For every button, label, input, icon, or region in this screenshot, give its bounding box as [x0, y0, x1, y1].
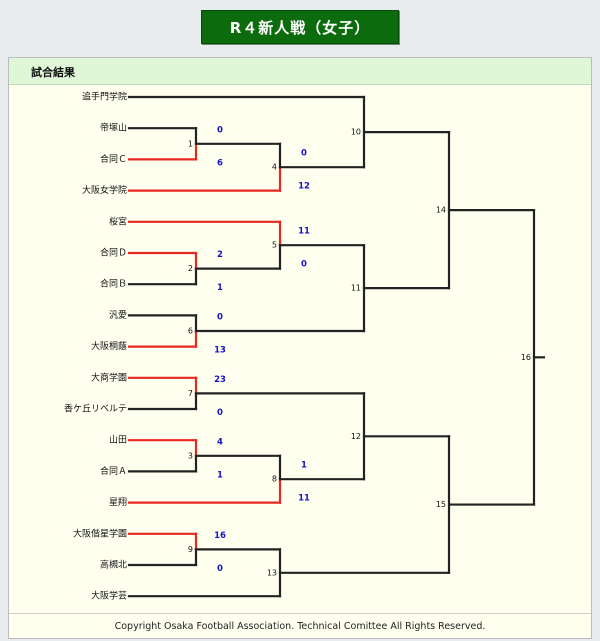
match-16-number: 16	[521, 353, 531, 362]
team-name-15: 高槻北	[100, 559, 127, 571]
match-2-number: 2	[188, 264, 193, 273]
match-7-score-a: 23	[214, 375, 226, 385]
team-name-9: 大商学園	[91, 371, 127, 383]
match-12-number: 12	[351, 432, 361, 441]
match-8-score-a: 1	[301, 461, 307, 471]
team-name-14: 大阪偕星学園	[73, 527, 127, 539]
team-name-16: 大阪学芸	[91, 590, 127, 602]
match-4-number: 4	[272, 163, 277, 172]
match-4-score-a: 0	[301, 149, 307, 159]
match-3-number: 3	[188, 451, 193, 460]
match-13-number: 13	[267, 568, 277, 577]
team-name-1: 帝塚山	[100, 122, 127, 134]
match-9-score-a: 16	[214, 531, 226, 541]
match-7-score-b: 0	[217, 408, 223, 418]
match-2-score-b: 1	[217, 283, 223, 293]
match-6-score-a: 0	[217, 313, 223, 323]
team-name-4: 桜宮	[109, 215, 127, 227]
match-1-score-b: 6	[217, 158, 223, 168]
match-5-score-b: 0	[301, 260, 307, 270]
team-name-11: 山田	[109, 435, 127, 446]
team-name-2: 合同Ｃ	[100, 153, 127, 165]
match-2-score-a: 2	[217, 250, 223, 260]
match-3-score-a: 4	[217, 437, 223, 447]
results-panel: 試合結果 追手門学院帝塚山合同Ｃ 大阪女学院桜宮合同Ｄ 合同Ｂ 汎愛大阪桐蔭大商学園香…	[8, 57, 592, 639]
section-header: 試合結果	[9, 58, 591, 85]
copyright-footer: Copyright Osaka Football Association. Te…	[9, 613, 591, 639]
team-name-10: 香ケ丘リベルテ	[64, 404, 127, 415]
team-name-8: 大阪桐蔭	[91, 340, 127, 352]
match-5-score-a: 11	[298, 227, 310, 237]
match-9-number: 9	[188, 545, 193, 554]
match-10-number: 10	[351, 128, 361, 137]
match-4-score-b: 12	[298, 182, 310, 192]
team-name-13: 星翔	[109, 496, 127, 508]
match-6-number: 6	[188, 327, 193, 336]
match-1-number: 1	[188, 139, 193, 148]
match-5-number: 5	[272, 241, 277, 250]
team-name-12: 合同Ａ	[100, 465, 127, 477]
match-14-number: 14	[436, 206, 446, 215]
match-3-score-b: 1	[217, 470, 223, 480]
team-name-3: 大阪女学院	[82, 184, 127, 196]
match-9-score-b: 0	[217, 564, 223, 574]
team-name-7: 汎愛	[109, 309, 127, 321]
team-name-6: 合同Ｂ	[100, 278, 127, 290]
match-8-number: 8	[272, 475, 277, 484]
match-6-score-b: 13	[214, 346, 226, 356]
match-8-score-b: 11	[298, 494, 310, 504]
match-7-number: 7	[188, 389, 193, 398]
match-1-score-a: 0	[217, 125, 223, 135]
match-15-number: 15	[436, 500, 446, 509]
section-title: 試合結果	[31, 66, 75, 79]
match-11-number: 11	[351, 284, 361, 293]
team-name-5: 合同Ｄ	[100, 247, 127, 259]
team-name-0: 追手門学院	[82, 91, 127, 103]
page-title: R４新人戦（女子）	[201, 10, 399, 44]
